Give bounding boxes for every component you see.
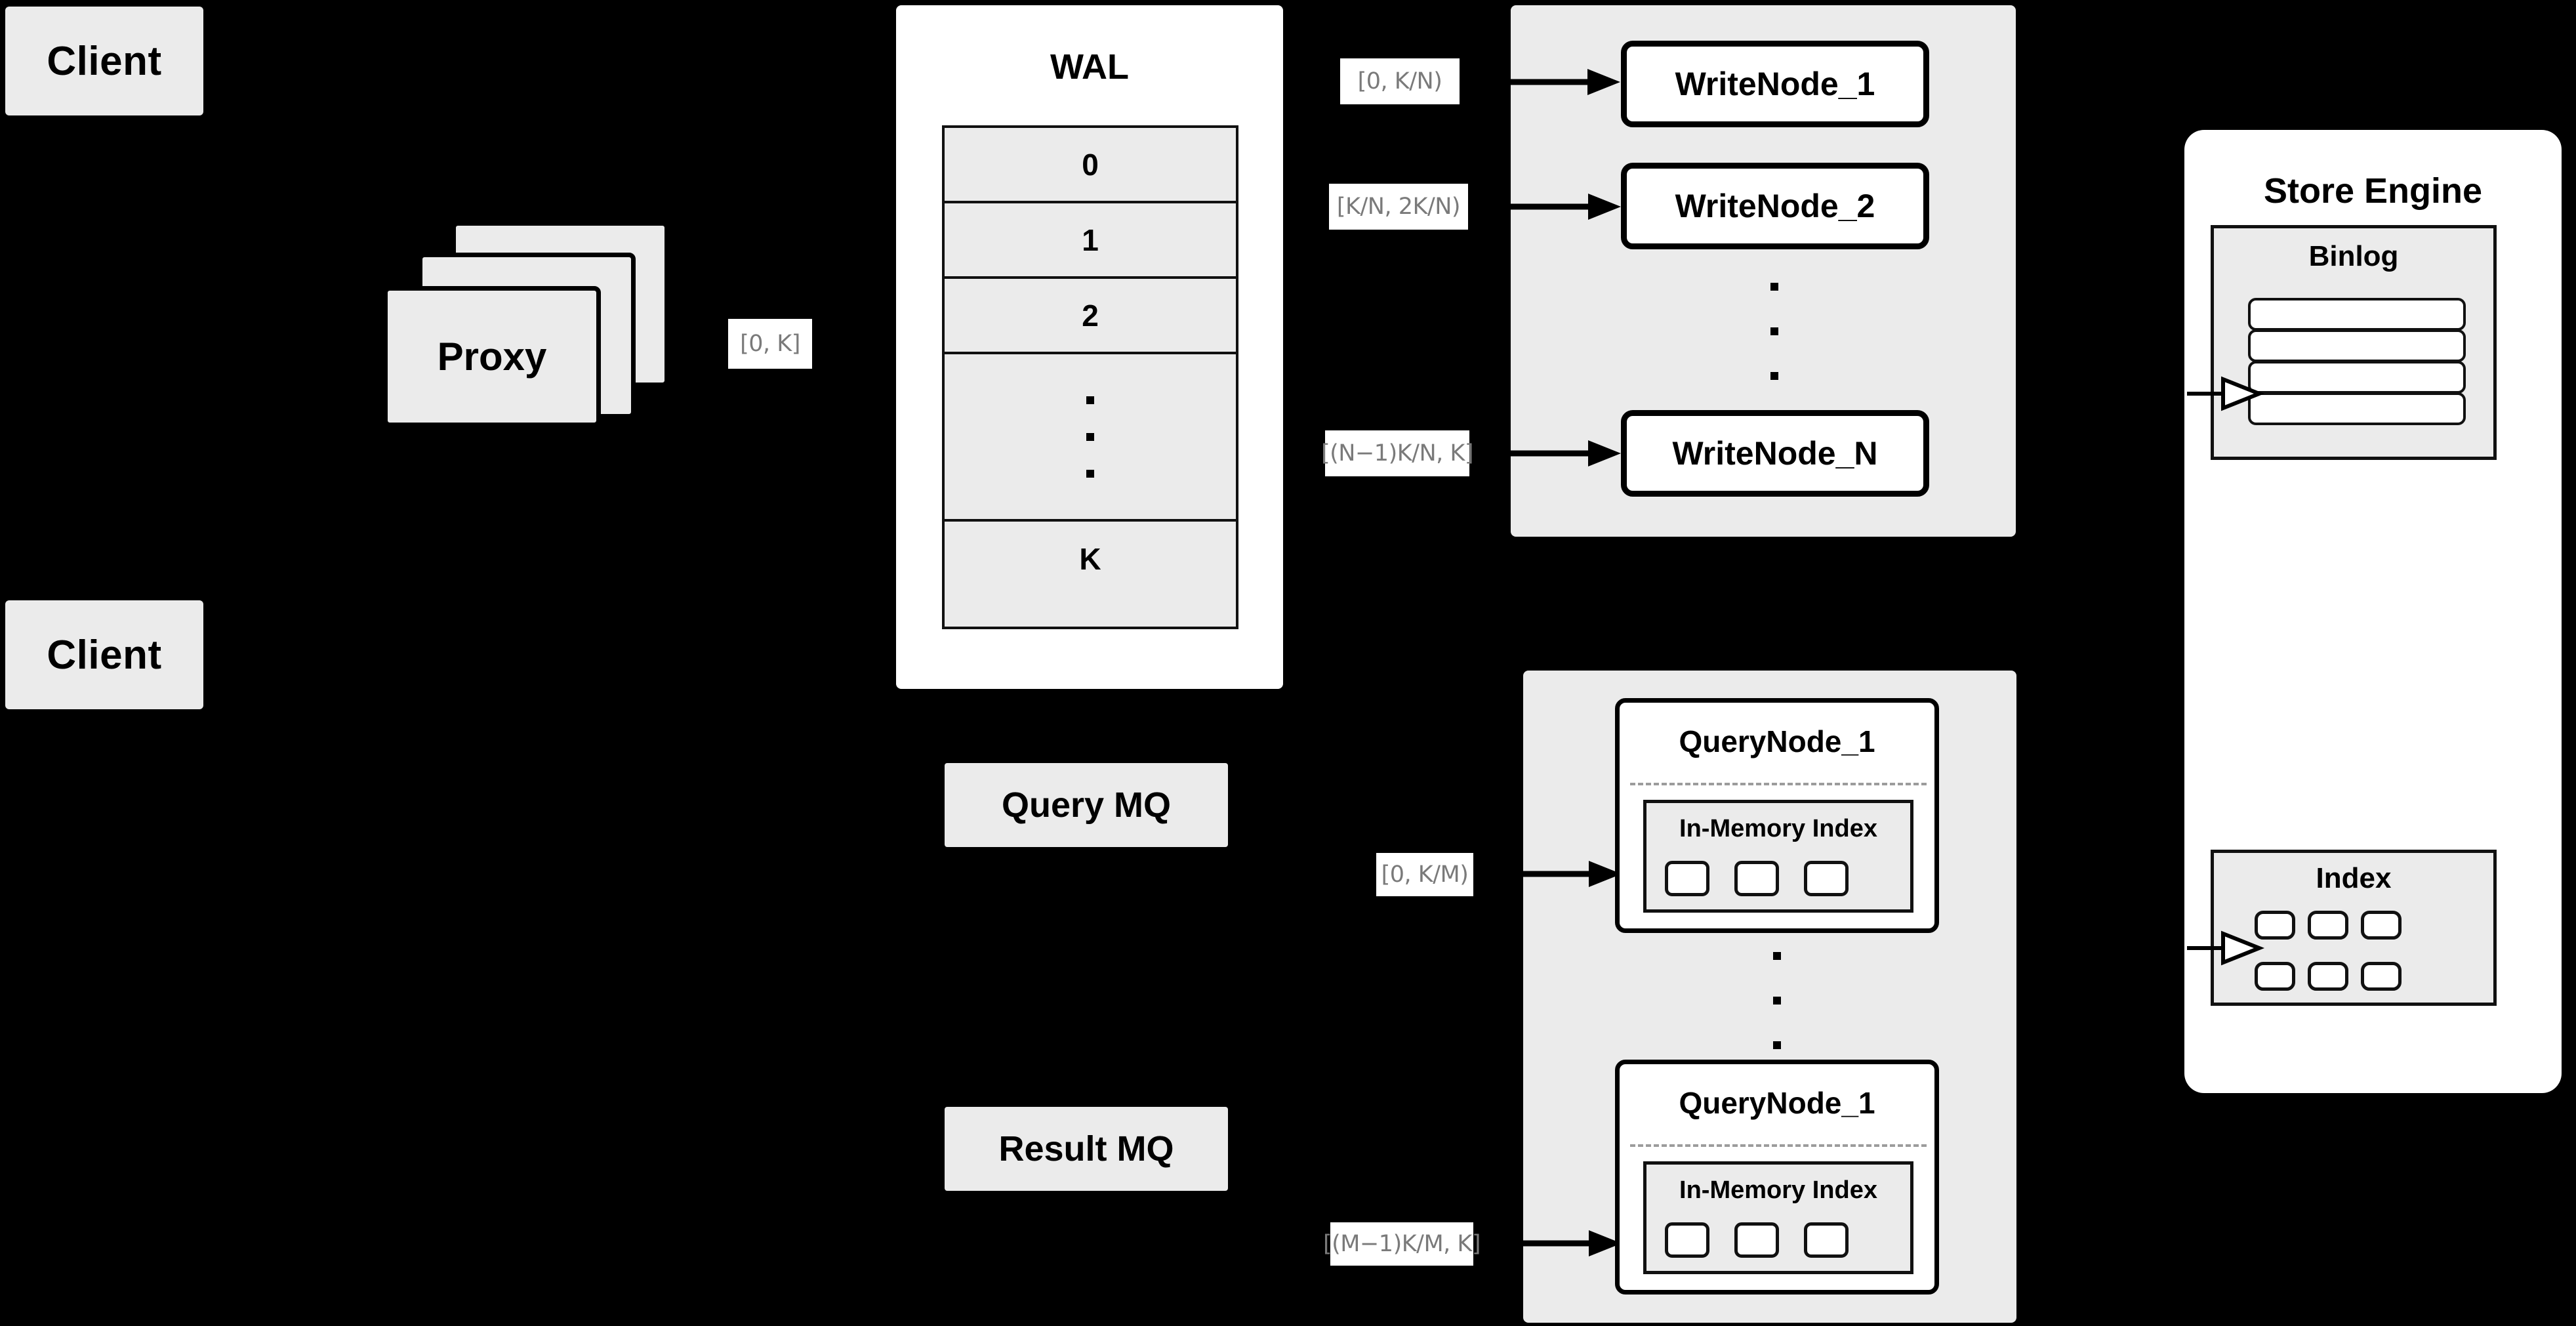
- client-box-2[interactable]: Client: [5, 600, 203, 709]
- range-label-write-n: [(N−1)K/N, K]: [1321, 430, 1474, 476]
- index-chip[interactable]: [1804, 1222, 1849, 1258]
- write-cluster-ellipsis: [1765, 276, 1784, 387]
- query-node-divider: [1630, 1144, 1927, 1147]
- query-mq-label: Query MQ: [1001, 785, 1172, 825]
- arrow-to-index: [2187, 930, 2265, 966]
- ellipsis-dot-icon: [1773, 1041, 1781, 1049]
- arrow-to-query-node-m: [1477, 1230, 1622, 1256]
- result-mq-label: Result MQ: [998, 1129, 1174, 1169]
- wal-row[interactable]: K: [945, 522, 1236, 596]
- wal-title: WAL: [1050, 47, 1129, 87]
- in-memory-index-box: In-Memory Index: [1643, 800, 1913, 913]
- index-chip[interactable]: [2255, 962, 2295, 991]
- wal-row[interactable]: 1: [945, 203, 1236, 279]
- binlog-row[interactable]: [2248, 329, 2466, 362]
- wal-row-ellipsis: [945, 354, 1236, 522]
- binlog-row[interactable]: [2248, 298, 2466, 331]
- range-label-query-m: [(M−1)K/M, K]: [1323, 1222, 1481, 1266]
- ellipsis-dot-icon: [1770, 372, 1778, 380]
- range-label-text: [(M−1)K/M, K]: [1322, 1231, 1481, 1257]
- write-node-2[interactable]: WriteNode_2: [1621, 163, 1929, 249]
- index-chip[interactable]: [1665, 1222, 1709, 1258]
- write-node-1[interactable]: WriteNode_1: [1621, 41, 1929, 127]
- range-label-query-1: [0, K/M): [1376, 853, 1473, 896]
- range-label-text: [(N−1)K/N, K]: [1320, 440, 1474, 466]
- ellipsis-dot-icon: [1086, 432, 1094, 441]
- wal-row[interactable]: 2: [945, 279, 1236, 354]
- arrow-to-write-node-2: [1478, 194, 1621, 220]
- index-panel: Index: [2211, 850, 2497, 1006]
- write-node-n[interactable]: WriteNode_N: [1621, 410, 1929, 497]
- range-label-text: [0, K]: [740, 331, 800, 357]
- index-chip[interactable]: [2308, 911, 2348, 940]
- index-chip[interactable]: [2361, 962, 2402, 991]
- index-chip[interactable]: [2255, 911, 2295, 940]
- client-box-1[interactable]: Client: [5, 7, 203, 115]
- range-label-proxy-to-wal: [0, K]: [728, 319, 812, 369]
- wal-row-label: K: [1079, 542, 1101, 576]
- wal-row[interactable]: 0: [945, 128, 1236, 203]
- arrow-to-write-node-n: [1473, 440, 1621, 466]
- range-label-text: [K/N, 2K/N): [1336, 194, 1461, 220]
- wal-row-label: 1: [1082, 222, 1099, 257]
- ellipsis-dot-icon: [1773, 997, 1781, 1005]
- write-node-label: WriteNode_N: [1672, 435, 1878, 472]
- binlog-row[interactable]: [2248, 392, 2466, 425]
- write-node-label: WriteNode_2: [1675, 188, 1875, 224]
- index-chip[interactable]: [1665, 861, 1709, 896]
- query-node-m[interactable]: QueryNode_1 In-Memory Index: [1615, 1060, 1939, 1295]
- store-engine-title: Store Engine: [2263, 171, 2483, 211]
- wal-entry-table: 0 1 2 K: [942, 125, 1238, 629]
- in-memory-index-title: In-Memory Index: [1679, 1176, 1877, 1204]
- ellipsis-dot-icon: [1770, 283, 1778, 291]
- index-chip[interactable]: [2361, 911, 2402, 940]
- arrow-to-query-node-1: [1477, 861, 1622, 887]
- query-node-title: QueryNode_1: [1679, 724, 1875, 758]
- range-label-text: [0, K/M): [1381, 861, 1469, 888]
- range-label-text: [0, K/N): [1357, 68, 1442, 94]
- query-cluster-ellipsis: [1767, 945, 1787, 1056]
- arrow-to-binlog: [2187, 376, 2265, 411]
- ellipsis-dot-icon: [1086, 396, 1094, 404]
- index-chip[interactable]: [1804, 861, 1849, 896]
- index-chip[interactable]: [1734, 861, 1779, 896]
- write-node-label: WriteNode_1: [1675, 66, 1875, 102]
- ellipsis-dot-icon: [1086, 469, 1094, 478]
- ellipsis-dot-icon: [1770, 327, 1778, 335]
- proxy-label: Proxy: [437, 335, 547, 379]
- proxy-card-front[interactable]: Proxy: [383, 286, 601, 427]
- range-label-write-2: [K/N, 2K/N): [1329, 184, 1468, 230]
- query-mq-box[interactable]: Query MQ: [945, 763, 1228, 847]
- index-chip[interactable]: [1734, 1222, 1779, 1258]
- query-node-divider: [1630, 783, 1927, 785]
- binlog-panel: Binlog: [2211, 225, 2497, 460]
- binlog-title: Binlog: [2308, 240, 2399, 272]
- ellipsis-dot-icon: [1773, 952, 1781, 960]
- index-title: Index: [2316, 862, 2392, 894]
- client-label: Client: [47, 632, 162, 678]
- result-mq-box[interactable]: Result MQ: [945, 1107, 1228, 1191]
- wal-row-label: 0: [1082, 147, 1099, 182]
- index-chip[interactable]: [2308, 962, 2348, 991]
- query-node-title: QueryNode_1: [1679, 1086, 1875, 1120]
- binlog-row[interactable]: [2248, 361, 2466, 394]
- range-label-write-1: [0, K/N): [1340, 58, 1460, 104]
- in-memory-index-title: In-Memory Index: [1679, 815, 1877, 842]
- wal-panel: WAL 0 1 2 K: [896, 5, 1283, 689]
- client-label: Client: [47, 38, 162, 84]
- store-engine-panel: Store Engine Binlog Index: [2184, 130, 2562, 1093]
- in-memory-index-box: In-Memory Index: [1643, 1161, 1913, 1274]
- query-node-1[interactable]: QueryNode_1 In-Memory Index: [1615, 698, 1939, 933]
- arrow-to-write-node-1: [1469, 69, 1620, 95]
- wal-row-label: 2: [1082, 298, 1099, 333]
